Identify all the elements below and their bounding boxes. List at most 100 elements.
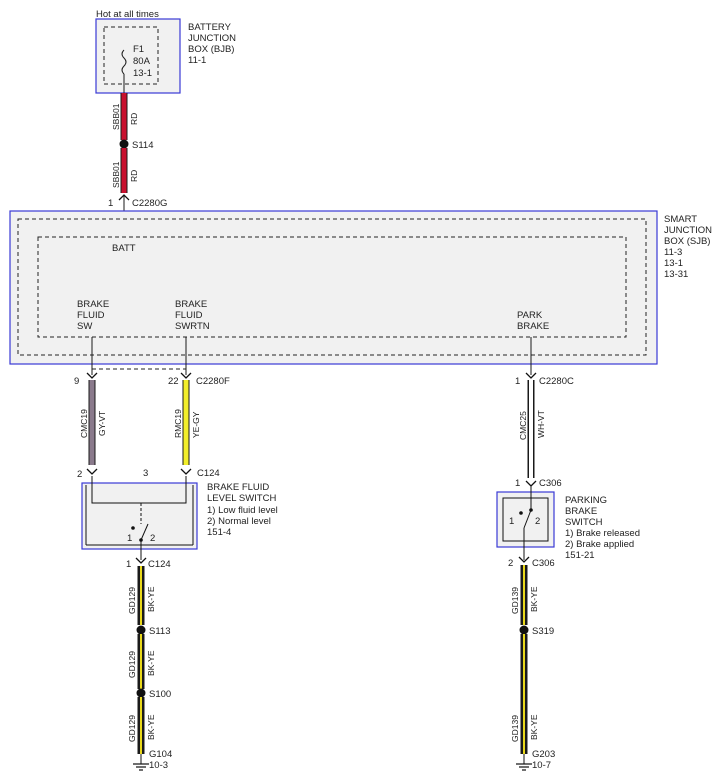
fuse-ref: 13-1 (133, 68, 152, 79)
wire-cmc19-circuit: CMC19 (79, 409, 89, 438)
wire-gd129-a-color: BK-YE (146, 586, 156, 612)
splice-s319 (519, 625, 529, 635)
sjb-ref-3: 13-31 (664, 269, 688, 280)
c124-bottom-name: C124 (148, 559, 171, 570)
wire-rmc19-circuit: RMC19 (173, 409, 183, 438)
sjb-pin-bfr-1: BRAKE (175, 299, 207, 310)
c124-bottom-pin: 1 (126, 559, 131, 570)
c306-top-connector (525, 480, 537, 487)
brake-fluid-switch-box (81, 482, 198, 550)
pbs-state-2: 2) Brake applied (565, 539, 634, 550)
parking-brake-switch-box (496, 491, 555, 548)
sjb-ref-1: 11-3 (664, 247, 682, 258)
pbs-pos-1: 1 (509, 516, 514, 527)
c306-bottom-connector (518, 556, 530, 563)
c306-bottom-pin: 2 (508, 558, 513, 569)
wire-gd129-a-circuit: GD129 (127, 587, 137, 614)
sjb-pin-park-1: PARK (517, 310, 543, 321)
pbs-state-1: 1) Brake released (565, 528, 640, 539)
c306-bottom-name: C306 (532, 558, 555, 569)
smart-junction-box (9, 210, 658, 365)
c306-top-pin: 1 (515, 478, 520, 489)
sjb-pin-park-2: BRAKE (517, 321, 549, 332)
c2280f-connector-9 (86, 372, 98, 379)
bfs-name-2: LEVEL SWITCH (207, 493, 276, 504)
sjb-name-1: SMART (664, 214, 697, 225)
c2280f-pin-9: 9 (74, 376, 79, 387)
c306-top-name: C306 (539, 478, 562, 489)
c124-top-connector-2 (86, 468, 98, 475)
g203-ground-icon (516, 763, 532, 771)
sjb-pin-bfr-3: SWRTN (175, 321, 210, 332)
wire-sbb01-a-circuit: SBB01 (111, 103, 121, 130)
bfs-state-1: 1) Low fluid level (207, 505, 278, 516)
wire-cmc19-color: GY-VT (97, 411, 107, 436)
c2280f-connector-22 (180, 372, 192, 379)
pbs-ref: 151-21 (565, 550, 595, 561)
wire-cmc25-color: WH-VT (536, 410, 546, 438)
wire-gd129-c-circuit: GD129 (127, 715, 137, 742)
pbs-name-2: BRAKE (565, 506, 597, 517)
c124-top-pin-3: 3 (143, 468, 148, 479)
bjb-name-2: JUNCTION (188, 33, 236, 44)
wire-gd129-c-color: BK-YE (146, 714, 156, 740)
c124-top-pin-2: 2 (77, 469, 82, 480)
sjb-pin-bfs-1: BRAKE (77, 299, 109, 310)
battery-junction-box (95, 18, 181, 94)
c2280c-connector (525, 372, 537, 379)
pbs-contact-1 (519, 511, 523, 515)
fuse-rating: 80A (133, 56, 151, 67)
pbs-name-3: SWITCH (565, 517, 603, 528)
wire-sbb01-b-circuit: SBB01 (111, 161, 121, 188)
bfs-pin2-path (91, 476, 187, 504)
g104-ground-icon (133, 763, 149, 771)
c124-bottom-connector (135, 557, 147, 564)
g203-name: G203 (532, 749, 555, 760)
pbs-pos-2: 2 (535, 516, 540, 527)
c2280g-pin: 1 (108, 198, 113, 209)
c2280c-pin: 1 (515, 376, 520, 387)
c2280g-connector (118, 194, 130, 201)
bfs-state-2: 2) Normal level (207, 516, 271, 527)
sjb-pin-bfr-2: FLUID (175, 310, 203, 321)
c2280f-pin-22: 22 (168, 376, 179, 387)
bfs-contact-1 (131, 526, 135, 530)
fuse-symbol (121, 49, 127, 75)
wire-gd139-b-color: BK-YE (529, 714, 539, 740)
g203-ref: 10-7 (532, 760, 551, 771)
bfs-ref: 151-4 (207, 527, 231, 538)
wire-gd129-b-color: BK-YE (146, 650, 156, 676)
bfs-name-1: BRAKE FLUID (207, 482, 269, 493)
sjb-name-3: BOX (SJB) (664, 236, 710, 247)
g104-name: G104 (149, 749, 172, 760)
sjb-dashed-inner (37, 236, 627, 338)
wire-sbb01-b-color: RD (129, 170, 139, 182)
wire-gd139-b-circuit: GD139 (510, 715, 520, 742)
splice-s100 (136, 688, 146, 698)
g104-ref: 10-3 (149, 760, 168, 771)
splice-s113 (136, 625, 146, 635)
pbs-switch-blade (523, 509, 532, 529)
bfs-switch-blade (140, 523, 149, 541)
bjb-name-1: BATTERY (188, 22, 232, 33)
wire-gd139-a-circuit: GD139 (510, 587, 520, 614)
wire-cmc25-circuit: CMC25 (518, 411, 528, 440)
splice-s114-label: S114 (132, 140, 153, 151)
sjb-dashed-outer (17, 218, 647, 356)
c2280c-name: C2280C (539, 376, 574, 387)
sjb-pin-batt: BATT (112, 243, 136, 254)
wire-rmc19-color: YE-GY (191, 411, 201, 438)
bjb-name-3: BOX (BJB) (188, 44, 234, 55)
fuse-id: F1 (133, 44, 144, 55)
sjb-pin-bfs-2: FLUID (77, 310, 105, 321)
bfs-pos-1: 1 (127, 533, 132, 544)
splice-s319-label: S319 (532, 626, 554, 637)
bfs-pos-2: 2 (150, 533, 155, 544)
c124-top-name: C124 (197, 468, 220, 479)
bjb-ref: 11-1 (188, 55, 206, 66)
splice-s114 (119, 139, 129, 149)
sjb-ref-2: 13-1 (664, 258, 683, 269)
wire-sbb01-a-color: RD (129, 113, 139, 125)
c2280g-name: C2280G (132, 198, 167, 209)
